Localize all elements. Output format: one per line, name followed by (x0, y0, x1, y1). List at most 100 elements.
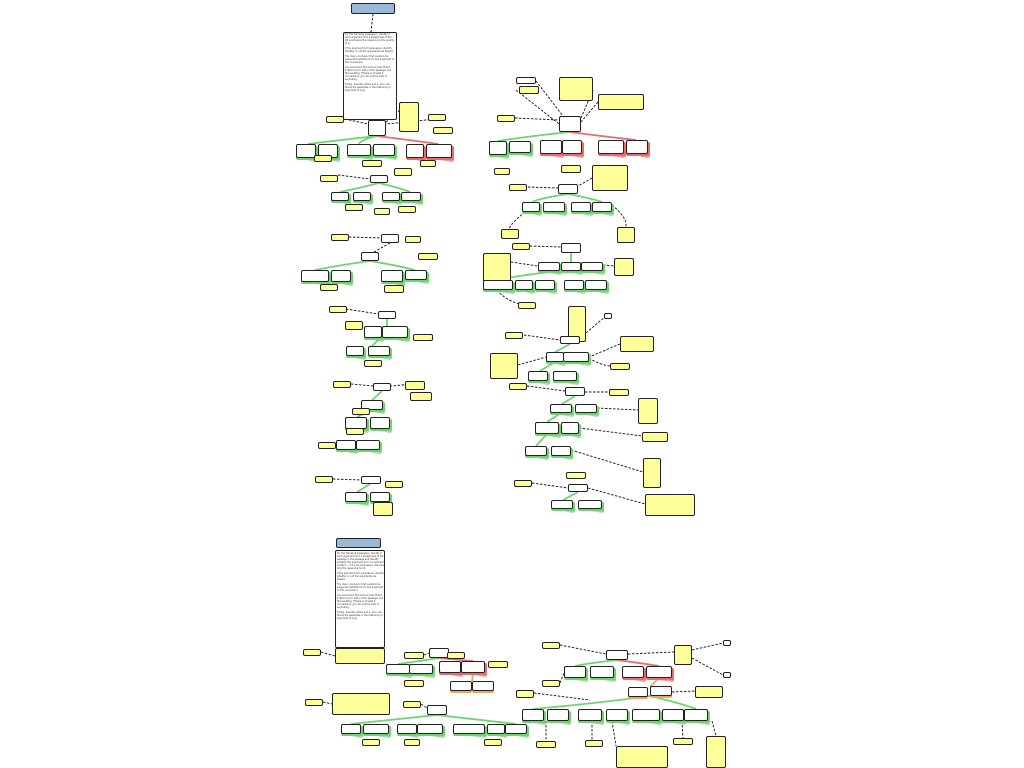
claim-node[interactable] (606, 650, 628, 660)
annotation-note[interactable] (405, 236, 421, 243)
annotation-note[interactable] (345, 204, 363, 211)
claim-node[interactable] (646, 666, 672, 678)
claim-node[interactable] (561, 243, 581, 253)
claim-node[interactable] (489, 141, 507, 155)
annotation-note[interactable] (592, 165, 628, 191)
annotation-note[interactable] (509, 184, 527, 191)
claim-node[interactable] (592, 202, 612, 212)
annotation-note[interactable] (706, 736, 726, 768)
annotation-note[interactable] (559, 77, 593, 101)
claim-node[interactable] (585, 280, 607, 290)
claim-node[interactable] (406, 144, 424, 158)
annotation-note[interactable] (585, 740, 603, 747)
claim-node[interactable] (540, 140, 562, 154)
annotation-note[interactable] (394, 168, 412, 176)
claim-node[interactable] (417, 724, 443, 734)
claim-node[interactable] (575, 404, 597, 413)
claim-node[interactable] (632, 709, 660, 721)
claim-node[interactable] (581, 262, 603, 271)
annotation-note[interactable] (345, 321, 363, 330)
claim-node[interactable] (723, 640, 731, 646)
claim-node[interactable] (472, 681, 494, 691)
claim-node[interactable] (331, 192, 349, 201)
claim-node[interactable] (551, 446, 571, 456)
claim-node[interactable] (405, 270, 427, 280)
claim-node[interactable] (461, 661, 485, 673)
claim-node[interactable] (516, 77, 536, 84)
annotation-note[interactable] (542, 680, 560, 687)
annotation-note[interactable] (617, 227, 635, 243)
claim-node[interactable] (604, 313, 612, 319)
claim-node[interactable] (522, 709, 544, 721)
annotation-note[interactable] (509, 383, 527, 390)
annotation-note[interactable] (352, 408, 370, 415)
claim-node[interactable] (381, 270, 403, 282)
annotation-note[interactable] (373, 502, 393, 516)
claim-node[interactable] (347, 144, 371, 156)
annotation-note[interactable] (536, 741, 556, 748)
claim-node[interactable] (439, 661, 461, 673)
claim-node[interactable] (538, 262, 560, 271)
claim-node[interactable] (356, 440, 380, 450)
annotation-note[interactable] (433, 127, 453, 134)
annotation-note[interactable] (695, 686, 723, 698)
claim-node[interactable] (450, 681, 472, 691)
annotation-note[interactable] (385, 481, 403, 488)
annotation-note[interactable] (505, 332, 523, 339)
claim-node[interactable] (558, 184, 578, 194)
annotation-note[interactable] (494, 168, 510, 175)
claim-node[interactable] (401, 192, 421, 201)
annotation-note[interactable] (516, 690, 534, 698)
annotation-note[interactable] (542, 642, 560, 649)
annotation-note[interactable] (501, 229, 519, 239)
annotation-note[interactable] (561, 165, 581, 173)
claim-node[interactable] (353, 192, 371, 201)
annotation-note[interactable] (420, 160, 436, 167)
claim-node[interactable] (522, 202, 540, 212)
annotation-note[interactable] (488, 661, 508, 668)
claim-node[interactable] (509, 141, 531, 153)
claim-node[interactable] (370, 175, 388, 183)
claim-node[interactable] (361, 252, 379, 261)
annotation-note[interactable] (413, 334, 433, 341)
claim-node[interactable] (336, 440, 356, 450)
claim-node[interactable] (368, 120, 386, 136)
claim-node[interactable] (483, 280, 513, 290)
annotation-note[interactable] (674, 645, 692, 665)
claim-node[interactable] (622, 666, 644, 678)
annotation-note[interactable] (609, 389, 629, 396)
claim-node[interactable] (373, 383, 391, 391)
annotation-note[interactable] (335, 648, 385, 664)
claim-node[interactable] (571, 202, 591, 212)
claim-node[interactable] (296, 144, 316, 158)
annotation-note[interactable] (346, 428, 364, 435)
annotation-note[interactable] (331, 234, 349, 241)
claim-node[interactable] (373, 144, 395, 156)
claim-node[interactable] (453, 724, 485, 734)
claim-node[interactable] (535, 422, 559, 434)
claim-node[interactable] (546, 352, 564, 362)
claim-node[interactable] (598, 140, 624, 154)
claim-node[interactable] (429, 648, 449, 658)
annotation-note[interactable] (315, 476, 333, 483)
map-title-node[interactable] (351, 3, 395, 14)
annotation-note[interactable] (514, 480, 532, 487)
annotation-note[interactable] (314, 155, 332, 162)
claim-node[interactable] (561, 422, 579, 434)
claim-node[interactable] (723, 672, 731, 678)
annotation-note[interactable] (566, 472, 586, 479)
annotation-note[interactable] (673, 738, 693, 745)
claim-node[interactable] (381, 234, 399, 243)
annotation-note[interactable] (404, 739, 420, 746)
annotation-note[interactable] (418, 253, 438, 260)
claim-node[interactable] (361, 400, 383, 410)
claim-node[interactable] (547, 709, 569, 721)
annotation-note[interactable] (404, 652, 424, 659)
claim-node[interactable] (535, 280, 555, 290)
claim-node[interactable] (382, 192, 400, 201)
annotation-note[interactable] (364, 360, 382, 367)
claim-node[interactable] (606, 709, 628, 721)
annotation-note[interactable] (305, 699, 323, 706)
annotation-note[interactable] (326, 116, 344, 123)
claim-node[interactable] (343, 32, 397, 120)
